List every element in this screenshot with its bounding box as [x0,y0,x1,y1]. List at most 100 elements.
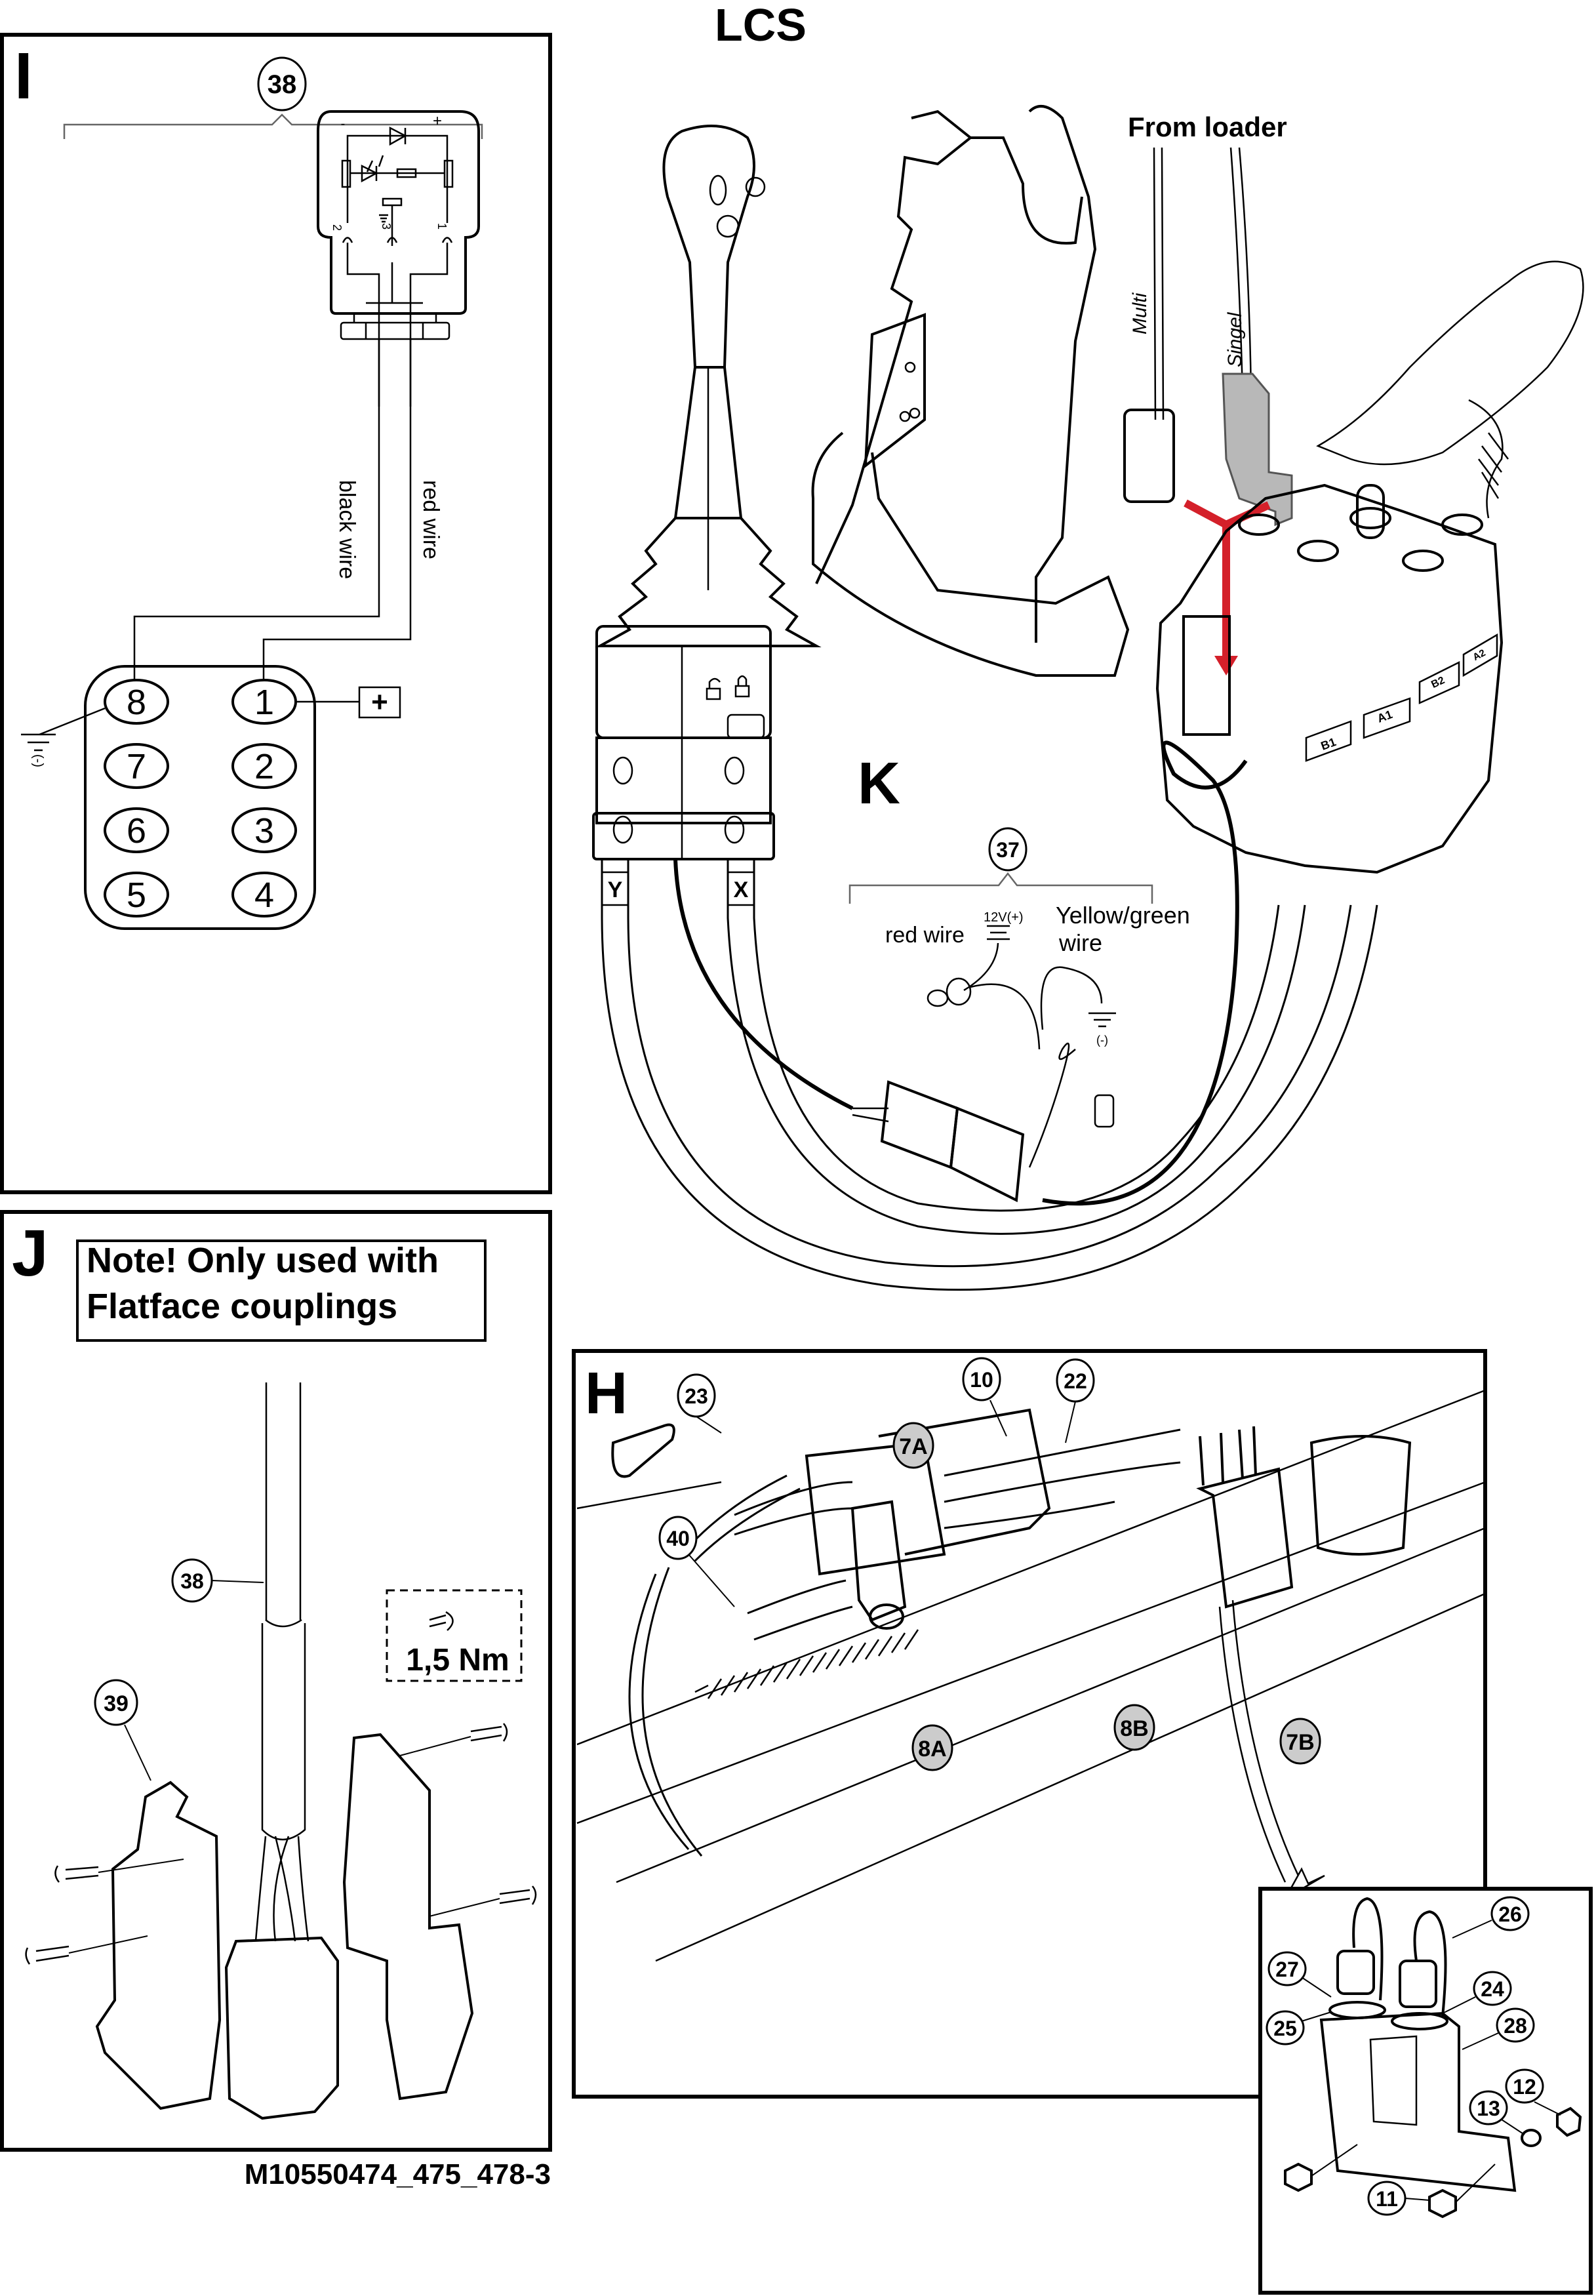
callout-circle-grey [1279,1718,1321,1765]
callouts-grey: 7A 8A 8B 7B [892,1422,1321,1771]
screw-icon [470,1723,508,1742]
bolt-head-icon [1428,2188,1457,2219]
valve-hoses-right [944,1428,1181,1529]
tag-plate [1418,660,1460,704]
ground-lead [39,707,106,736]
callout-22: 22 [1064,1369,1087,1393]
singel-cable [1229,147,1252,394]
fuse-holder [1094,1094,1115,1128]
valve-socket [1182,615,1231,736]
armrest-clip [970,136,1083,245]
solenoid-cap [869,1603,904,1630]
panel-J-label: J [12,1217,49,1290]
coupling-sockets [1199,1426,1257,1486]
terminal-block [341,159,351,188]
lock-shackle [737,675,748,686]
valve-tag-a2-label: A2 [1471,647,1487,663]
coupling-flange [1328,2001,1386,2019]
bolt-head-icon [1284,2162,1313,2192]
armrest-plate [864,313,926,469]
leader-line [211,1580,264,1583]
frame-beams [576,1389,1486,1962]
callout-circle [658,1516,698,1560]
valve-handle [1316,260,1584,466]
nut-icon [1556,2106,1582,2137]
leader-line [1455,2164,1496,2203]
tag-plate [1363,697,1411,739]
callout-circle [1496,2007,1535,2043]
inset-callouts: 26 27 24 25 28 12 13 11 [1266,1896,1561,2216]
supply-12v-label: 12V(+) [984,910,1024,925]
callout-circle [1267,1951,1307,1986]
led-icon [361,164,378,183]
red-arrowhead [1214,656,1238,675]
ground-icon [1088,1012,1116,1028]
joystick-bellows [595,517,822,647]
cable-sheath [261,1619,306,1841]
inline-connector [852,1042,1115,1203]
leader-line [1311,2144,1358,2177]
connector-half [949,1106,1025,1203]
pin-3-label: 3 [254,811,274,851]
callout-circle-grey [911,1724,953,1771]
connector-nut [340,321,450,340]
black-wire-label: black wire [334,480,359,579]
hose-y-inner [627,859,1352,1268]
cylinder [1309,1435,1412,1556]
pin-6-label: 6 [127,811,146,851]
lock-icon [734,685,750,698]
valve-body [1155,483,1504,874]
leader-line [1462,2032,1499,2050]
valve-tag-b2-label: B2 [1429,675,1446,691]
battery-icon [987,925,1010,940]
armrest-tray [811,432,1130,677]
from-loader-label: From loader [1128,111,1287,142]
cable-strands [254,1836,309,1942]
plate-hole [899,411,911,422]
panel-H-frame [572,1349,1487,2099]
leader-line [1301,2011,1332,2022]
switch-body [946,977,972,1006]
armrest-edge [1028,105,1097,643]
spring [694,1629,919,1699]
callout-24: 24 [1481,1977,1504,2001]
pin-label-2: 2 [330,224,344,231]
pin-column-left: 8 7 6 5 [104,679,169,917]
black-wire [133,339,380,681]
callout-13: 13 [1477,2097,1500,2120]
bracket-slot [1369,2035,1418,2126]
callout-40: 40 [666,1527,690,1550]
callout-7a: 7A [899,1434,927,1459]
pin-7 [104,743,169,789]
callout-27: 27 [1275,1958,1299,1981]
leader-line [1065,1401,1076,1443]
solenoid [850,1500,907,1622]
dust-cap-loop [1352,1897,1384,2001]
valve-mount-assembly [576,1389,1486,1962]
coupling-flange [1391,2012,1448,2030]
leader-line [399,1736,471,1756]
red-y-arrow [1184,499,1271,662]
ground-icon [379,214,388,223]
hose-tag-y [601,871,629,906]
screw-icon [429,1611,454,1631]
coupling-inset: 26 27 24 25 28 12 13 11 [1258,1887,1593,2295]
coupling-body [1399,1960,1437,2008]
panel-H: H 23 10 22 [572,1349,1487,2099]
bracket-28 [1319,2011,1517,2192]
torque-value: 1,5 Nm [406,1643,509,1678]
screw-icon [54,1865,99,1883]
ground-plate [382,197,403,207]
pin-8-label: 8 [127,683,146,722]
leader-line [688,1554,735,1607]
hydraulic-hoses: Y X [601,740,1378,1291]
housing-half-left [95,1781,222,2110]
panel-J-frame [0,1210,552,2152]
callout-38: 38 [180,1569,204,1593]
pin-5 [104,872,169,917]
wire-left [346,243,380,407]
panel-I-label: I [14,39,33,113]
ground-label: (-) [1096,1034,1108,1047]
pin-label-3: 3 [380,223,393,230]
